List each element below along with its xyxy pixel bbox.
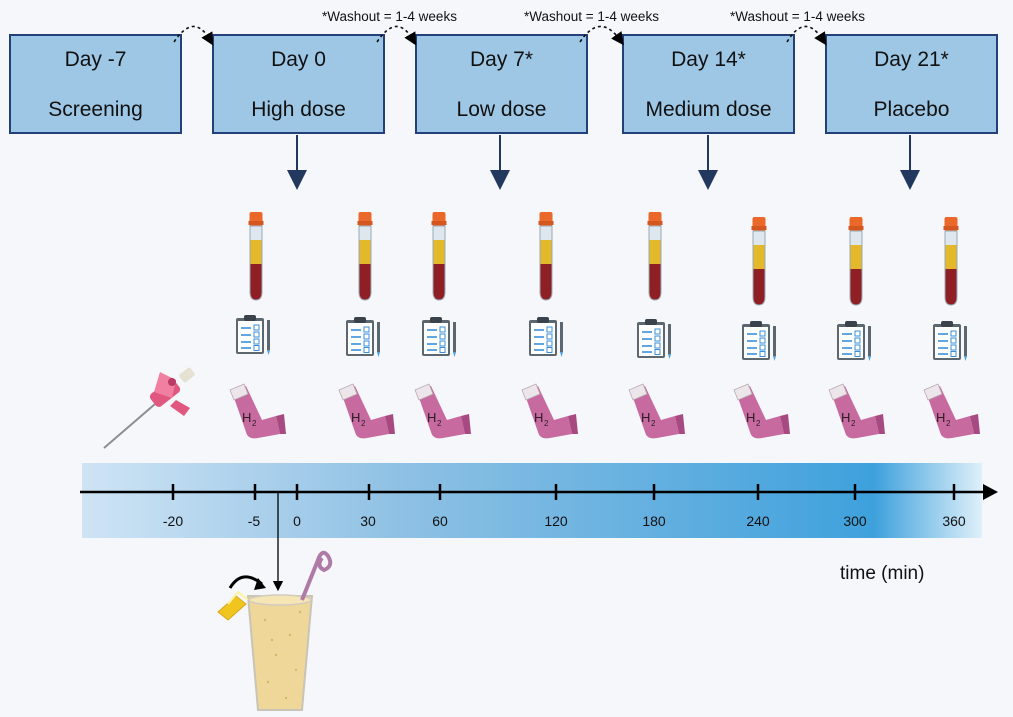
questionnaire-icons: [235, 314, 968, 362]
washout-connector-3: [579, 25, 624, 46]
breath-test-inhaler-icon: [414, 383, 472, 439]
breath-test-inhaler-icon: [733, 383, 791, 439]
phase-day: Day 0: [271, 48, 326, 71]
blood-tube-icon: [647, 211, 663, 301]
blood-tube-icon: [848, 216, 864, 306]
breath-test-inhaler-icon: [229, 383, 287, 439]
blood-tube-icon: [538, 211, 554, 301]
phase-box-low-dose: Day 7* Low dose: [415, 34, 588, 134]
phase-label: Screening: [48, 98, 143, 121]
washout-label-3: *Washout = 1-4 weeks: [730, 9, 865, 24]
washout-label-1: *Washout = 1-4 weeks: [322, 9, 457, 24]
washout-label-2: *Washout = 1-4 weeks: [524, 9, 659, 24]
blood-tube-icon: [431, 211, 447, 301]
tick-label: 30: [360, 513, 376, 529]
questionnaire-clipboard-icon: [345, 316, 381, 358]
breath-test-inhaler-icon: [628, 383, 686, 439]
questionnaire-clipboard-icon: [421, 316, 457, 358]
tick-label: 0: [293, 513, 301, 529]
phase-box-screening: Day -7 Screening: [9, 34, 182, 134]
phase-day: Day 7*: [469, 48, 534, 71]
phase-label: High dose: [251, 98, 346, 121]
phase-day: Day 21*: [874, 48, 949, 71]
tick-label: -5: [247, 513, 261, 529]
washout-connector-4: [786, 25, 827, 46]
tick-label: 120: [544, 513, 568, 529]
breath-test-inhaler-icon: [338, 383, 396, 439]
phase-day: Day -7: [64, 48, 127, 71]
time-axis-arrowhead: [983, 484, 998, 500]
phase-label: Placebo: [873, 98, 950, 121]
washout-connector-1: [173, 25, 214, 46]
phase-label: Low dose: [456, 98, 547, 121]
breath-test-inhaler-icon: [828, 383, 886, 439]
tick-label: 360: [942, 513, 966, 529]
blood-tube-icon: [248, 211, 264, 301]
breath-test-icons: [229, 383, 981, 439]
phase-day: Day 14*: [671, 48, 746, 71]
phase-box-high-dose: Day 0 High dose: [212, 34, 385, 134]
phase-box-medium-dose: Day 14* Medium dose: [622, 34, 795, 134]
tick-label: 60: [432, 513, 448, 529]
breath-test-inhaler-icon: [521, 383, 579, 439]
timeline-band: [82, 463, 982, 538]
questionnaire-clipboard-icon: [836, 320, 872, 362]
blood-tube-icons: [248, 211, 959, 306]
axis-ticks: [171, 484, 956, 500]
questionnaire-clipboard-icon: [932, 320, 968, 362]
questionnaire-clipboard-icon: [636, 318, 672, 360]
axis-title: time (min): [840, 563, 925, 584]
tick-label: 300: [843, 513, 867, 529]
blood-tube-icon: [751, 216, 767, 306]
test-drink-glass-icon: [217, 550, 333, 711]
questionnaire-clipboard-icon: [741, 320, 777, 362]
breath-test-inhaler-icon: [923, 383, 981, 439]
blood-tube-icon: [357, 211, 373, 301]
phase-box-placebo: Day 21* Placebo: [825, 34, 998, 134]
iv-cannula-icon: [103, 367, 195, 449]
tick-label: 240: [746, 513, 770, 529]
tick-label: -20: [162, 513, 184, 529]
questionnaire-clipboard-icon: [235, 314, 271, 356]
tick-label: 180: [642, 513, 666, 529]
blood-tube-icon: [943, 216, 959, 306]
questionnaire-clipboard-icon: [528, 316, 564, 358]
washout-connector-2: [376, 25, 417, 46]
phase-label: Medium dose: [645, 98, 772, 121]
